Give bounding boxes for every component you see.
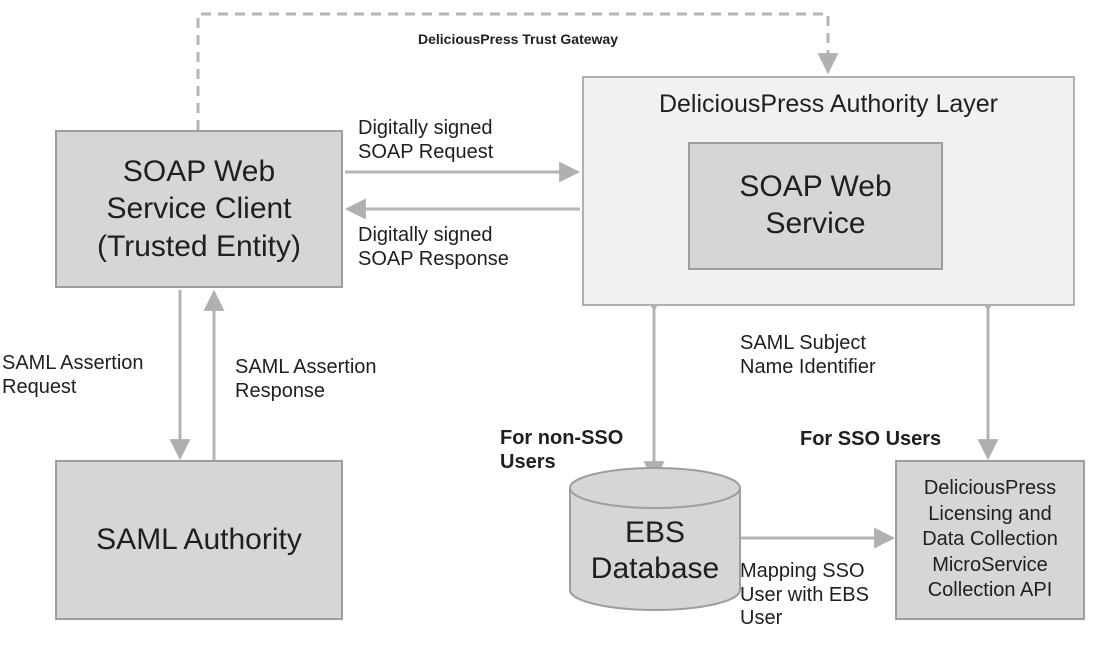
trust-gateway-label: DeliciousPress Trust Gateway [418, 31, 618, 47]
non-sso-users-label: For non-SSO Users [500, 427, 624, 473]
licensing-microservice: DeliciousPress Licensing and Data Collec… [895, 460, 1085, 620]
ebs-database-cylinder [569, 467, 741, 611]
assertion-response-label: SAML Assertion Response [235, 356, 377, 402]
authority-layer-title: DeliciousPress Authority Layer [658, 90, 999, 118]
saml-authority: SAML Authority [55, 460, 343, 620]
mapping-label: Mapping SSO User with EBS User [740, 560, 869, 630]
soap-web-service: SOAP Web Service [688, 142, 943, 270]
assertion-request-label: SAML Assertion Request [2, 352, 144, 398]
soap-web-service-client: SOAP Web Service Client (Trusted Entity) [55, 130, 343, 288]
sso-users-label: For SSO Users [800, 428, 942, 450]
signed-response-label: Digitally signed SOAP Response [358, 224, 509, 270]
subject-identifier-label: SAML Subject Name Identifier [740, 332, 876, 378]
ebs-database-label: EBS Database [590, 516, 720, 585]
trust-gateway-dashed-line [187, 12, 839, 149]
signed-request-label: Digitally signed SOAP Request [358, 117, 494, 163]
